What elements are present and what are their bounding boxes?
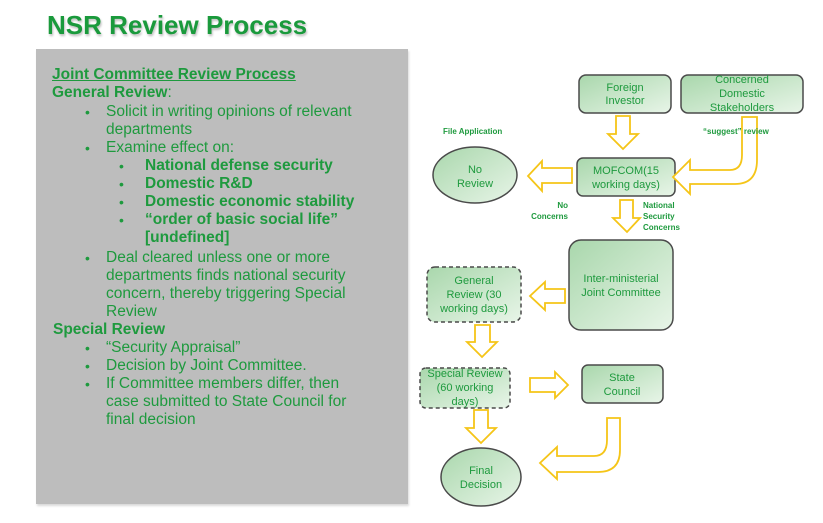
arrow-special-review-to-state-council bbox=[529, 369, 570, 401]
no-review-line-2: Review bbox=[457, 178, 493, 190]
label-no-concerns-line-1: No bbox=[557, 201, 568, 210]
general-review-line-1: General bbox=[454, 275, 493, 287]
bullet-icon: • bbox=[119, 212, 124, 228]
label-national-security-line-2: Security bbox=[643, 212, 675, 221]
general-review-colon: : bbox=[167, 84, 172, 101]
node-final-decision bbox=[440, 447, 522, 507]
general-item-1-line-1: Solicit in writing opinions of relevant bbox=[106, 103, 352, 120]
label-file-application: File Application bbox=[443, 127, 502, 136]
label-no-concerns-line-2: Concerns bbox=[531, 212, 568, 221]
bullet-icon: • bbox=[85, 140, 90, 156]
effect-item-2: Domestic R&D bbox=[145, 175, 253, 192]
arrow-state-council-to-final-decision bbox=[538, 417, 621, 482]
general-review-line-2: Review (30 bbox=[446, 289, 501, 301]
joint-committee-line-1: Inter-ministerial bbox=[583, 273, 658, 285]
special-item-2: Decision by Joint Committee. bbox=[106, 357, 307, 374]
node-joint-committee bbox=[568, 239, 674, 331]
general-item-2: Examine effect on: bbox=[106, 139, 235, 156]
deal-item-line-3: concern, thereby triggering Special bbox=[106, 285, 346, 302]
special-item-1: “Security Appraisal” bbox=[106, 339, 241, 356]
general-review-heading: General Review: bbox=[52, 84, 172, 102]
general-item-1-line-2: departments bbox=[106, 121, 193, 138]
general-review-line-3: working days) bbox=[439, 303, 508, 315]
arrow-investor-to-mofcom bbox=[605, 115, 641, 151]
joint-committee-line-2: Joint Committee bbox=[581, 287, 660, 299]
deal-item-line-4: Review bbox=[106, 303, 157, 320]
special-item-3-line-3: final decision bbox=[106, 411, 196, 428]
arrow-mofcom-to-no-review bbox=[526, 158, 573, 194]
special-item-3-line-1: If Committee members differ, then bbox=[106, 375, 340, 392]
foreign-investor-line-2: Investor bbox=[605, 95, 644, 107]
node-stakeholders bbox=[680, 74, 804, 114]
arrow-general-to-special-review bbox=[464, 324, 500, 359]
bullet-icon: • bbox=[85, 358, 90, 374]
state-council-line-2: Council bbox=[604, 386, 641, 398]
stakeholders-line-1: Concerned bbox=[715, 74, 769, 86]
stakeholders-line-3: Stakeholders bbox=[710, 102, 775, 114]
mofcom-line-1: MOFCOM(15 bbox=[593, 165, 659, 177]
final-decision-line-1: Final bbox=[469, 465, 493, 477]
arrow-mofcom-to-committee bbox=[610, 199, 643, 234]
state-council-line-1: State bbox=[609, 372, 635, 384]
bullet-icon: • bbox=[85, 104, 90, 120]
arrow-stakeholders-to-mofcom bbox=[671, 116, 758, 197]
panel-heading: Joint Committee Review Process bbox=[52, 66, 296, 83]
special-item-3-line-2: case submitted to State Council for bbox=[106, 393, 347, 410]
bullet-icon: • bbox=[85, 340, 90, 356]
foreign-investor-line-1: Foreign bbox=[606, 82, 643, 94]
node-state-council bbox=[581, 364, 664, 404]
stakeholders-line-2: Domestic bbox=[719, 88, 765, 100]
effect-item-4-line-2: [undefined] bbox=[145, 229, 230, 246]
bullet-icon: • bbox=[85, 376, 90, 392]
general-review-label: General Review bbox=[52, 84, 168, 101]
arrow-committee-to-general-review bbox=[528, 279, 566, 313]
slide-title: NSR Review Process bbox=[47, 10, 308, 40]
effect-item-4-line-1: “order of basic social life” bbox=[145, 211, 338, 228]
special-review-heading: Special Review bbox=[53, 321, 166, 338]
left-text-panel bbox=[36, 49, 408, 504]
special-review-line-1: Special Review bbox=[427, 368, 502, 380]
label-suggest-review: “suggest” review bbox=[703, 127, 770, 136]
bullet-icon: • bbox=[119, 158, 124, 174]
special-review-line-3: days) bbox=[452, 396, 479, 408]
final-decision-line-2: Decision bbox=[460, 479, 502, 491]
node-foreign-investor bbox=[578, 74, 672, 114]
deal-item-line-1: Deal cleared unless one or more bbox=[106, 249, 331, 266]
bullet-icon: • bbox=[119, 176, 124, 192]
deal-item-line-2: departments finds national security bbox=[106, 267, 346, 284]
bullet-icon: • bbox=[119, 194, 124, 210]
effect-item-1: National defense security bbox=[145, 157, 333, 174]
bullet-icon: • bbox=[85, 250, 90, 266]
no-review-line-1: No bbox=[468, 164, 482, 176]
arrow-special-review-to-final-decision bbox=[463, 409, 499, 445]
node-general-review bbox=[426, 266, 522, 323]
special-review-line-2: (60 working bbox=[437, 382, 494, 394]
label-national-security-line-3: Concerns bbox=[643, 223, 680, 232]
node-special-review bbox=[419, 367, 511, 409]
effect-item-3: Domestic economic stability bbox=[145, 193, 355, 210]
mofcom-line-2: working days) bbox=[591, 179, 660, 191]
node-no-review bbox=[432, 146, 518, 204]
label-national-security-line-1: National bbox=[643, 201, 675, 210]
